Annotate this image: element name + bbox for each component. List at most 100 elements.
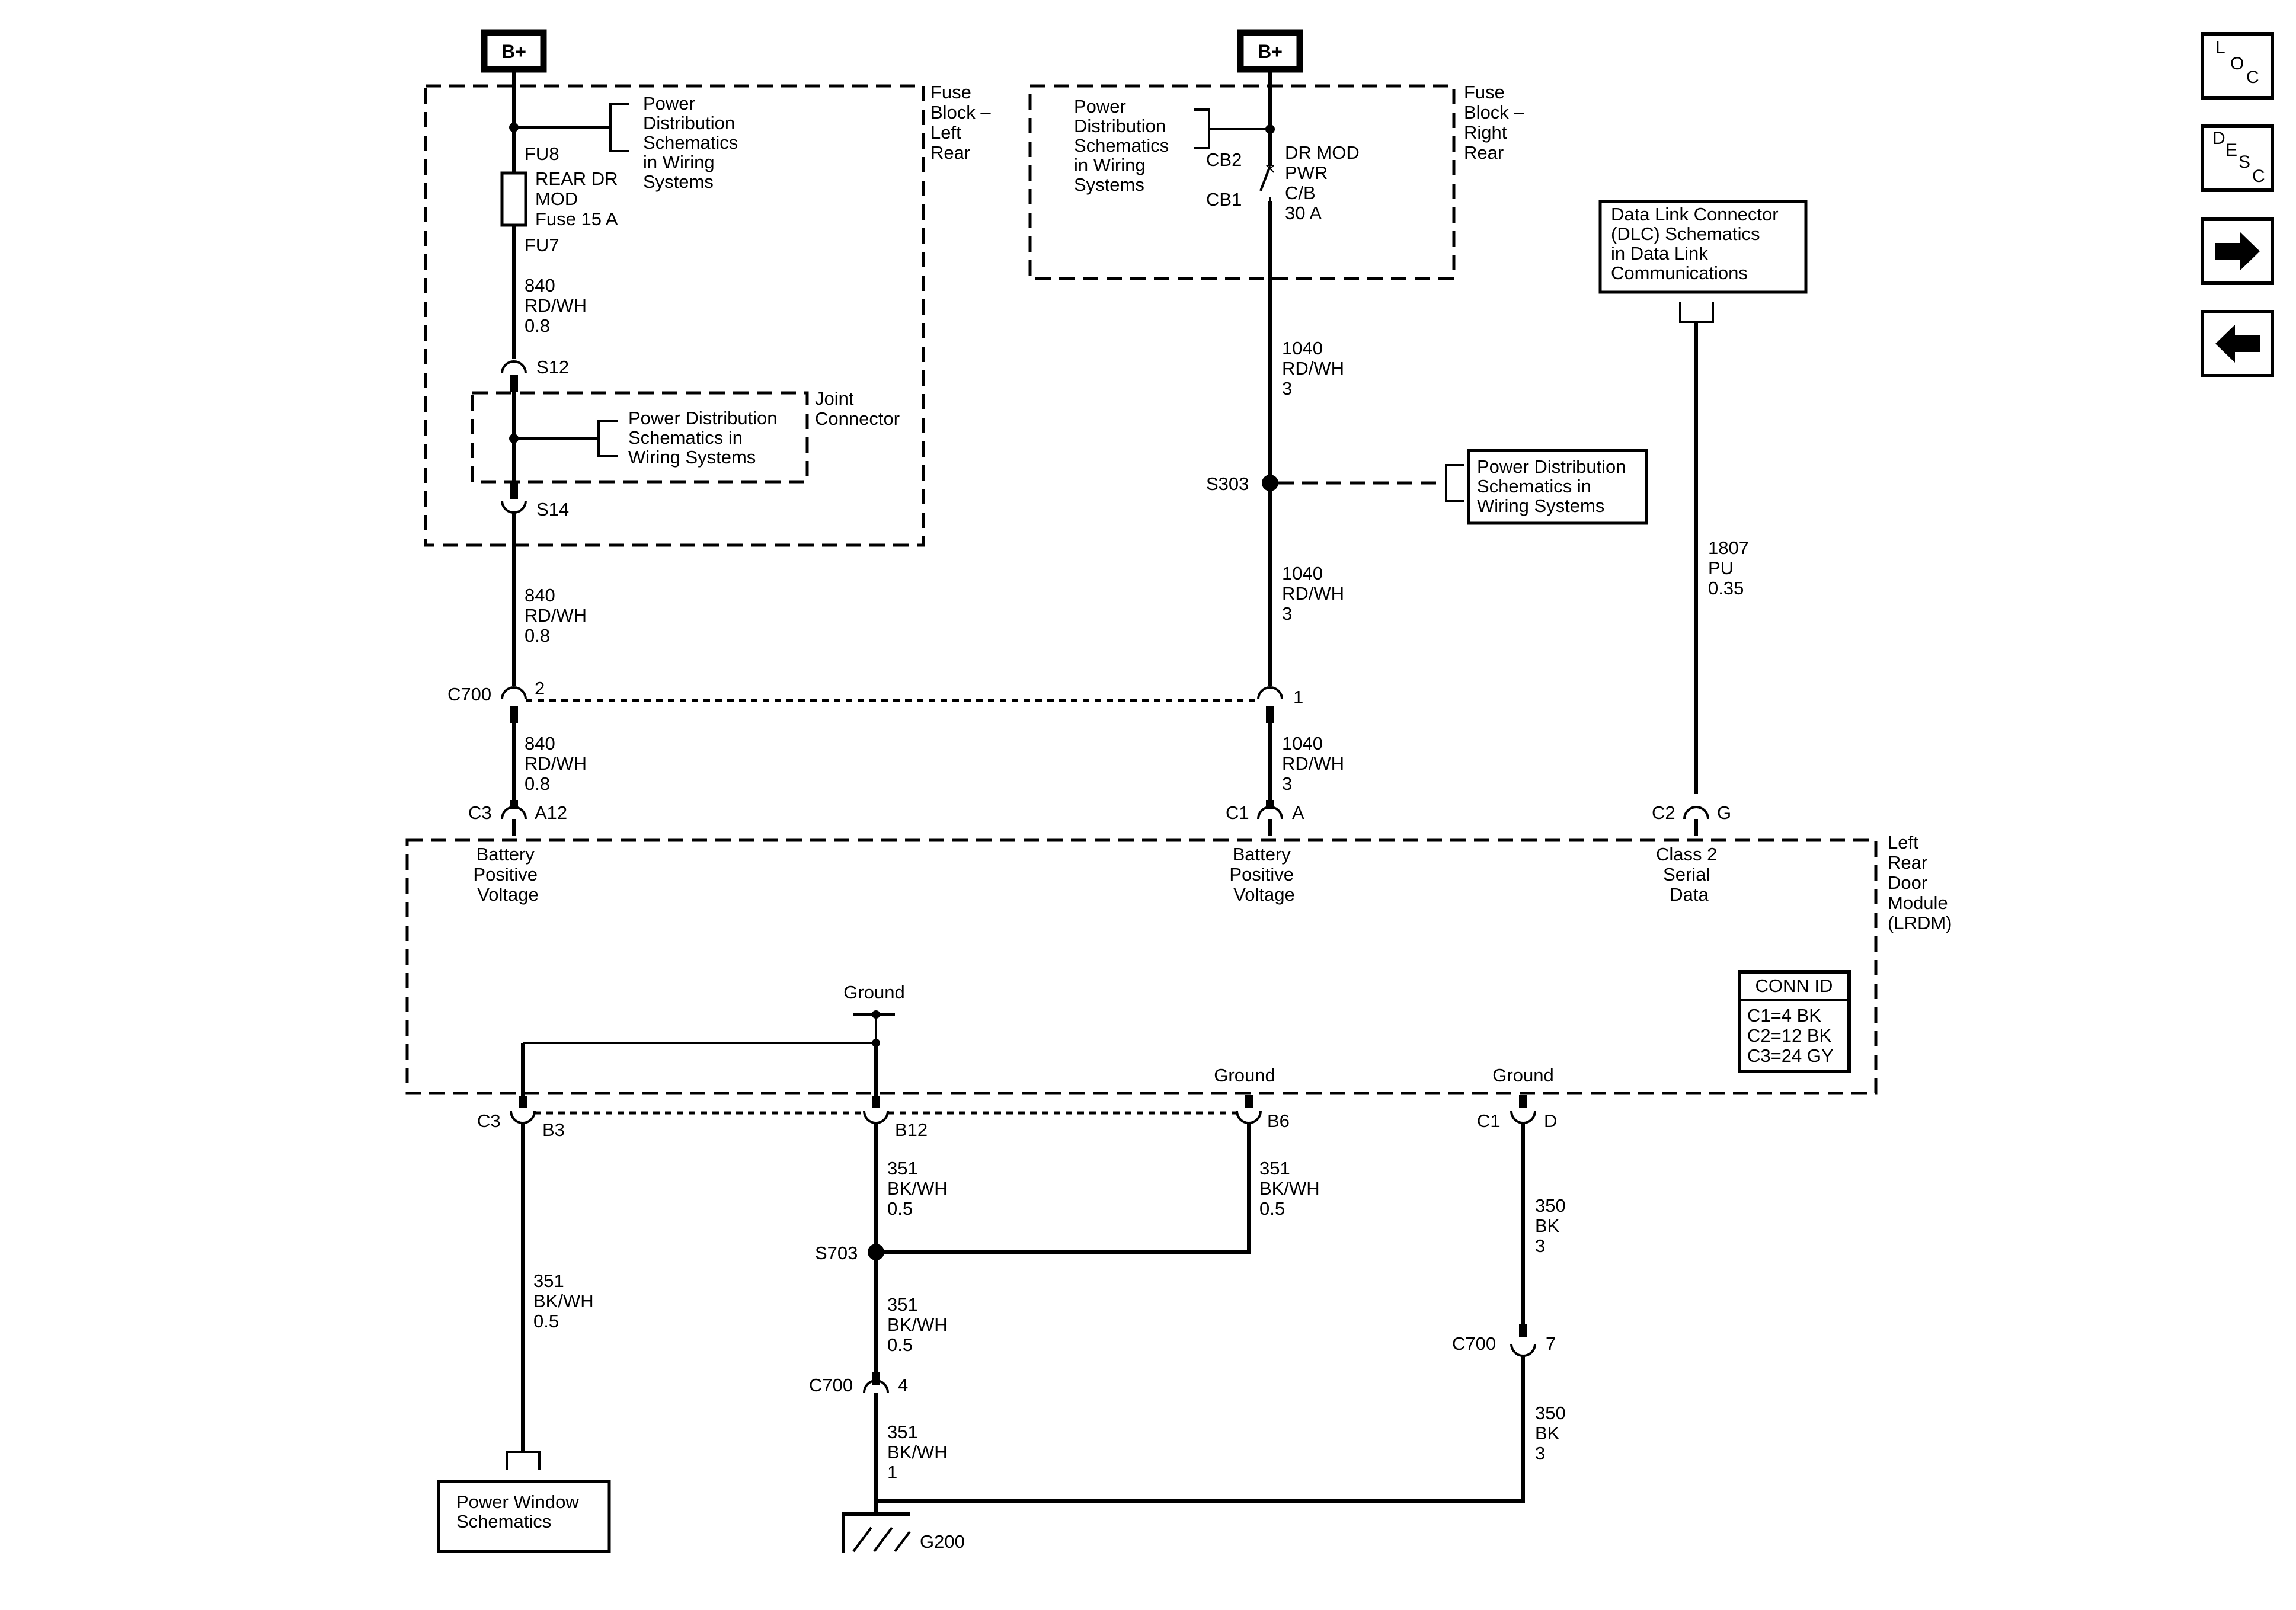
splice-s303: S303 — [1206, 473, 1249, 494]
ref-power-distribution-right[interactable]: Power Distribution Schematics in Wiring … — [1074, 96, 1174, 195]
output-c1-conn: C1 — [1477, 1110, 1501, 1131]
output-b6 — [1236, 1110, 1262, 1124]
splice-s703-dot — [868, 1244, 884, 1260]
b-plus-left-label: B+ — [501, 41, 526, 62]
ref-bracket-s303 — [1445, 464, 1464, 502]
output-c1-pin: D — [1544, 1110, 1557, 1131]
conn-id-title: CONN ID — [1755, 975, 1833, 996]
next-arrow-button[interactable] — [2201, 217, 2274, 285]
output-b12 — [863, 1110, 889, 1124]
wire-351-label-left: 351 BK/WH 0.5 — [533, 1270, 599, 1331]
right-arrow-icon — [2215, 232, 2260, 270]
ground-g200-label: G200 — [920, 1531, 965, 1552]
ground-b6-label: Ground — [1214, 1065, 1275, 1086]
wire-1040-label-mid: 1040 RD/WH 3 — [1282, 563, 1350, 624]
conn-id-lines: C1=4 BK C2=12 BK C3=24 GY — [1747, 1005, 1837, 1066]
b-plus-left: B+ — [481, 29, 547, 73]
fuse-15a-icon — [500, 171, 527, 227]
wire-840-label-mid: 840 RD/WH 0.8 — [525, 585, 592, 646]
wire-350-label-lower: 350 BK 3 — [1535, 1403, 1571, 1464]
ground-g200-icon — [842, 1512, 911, 1553]
ref-box-s303[interactable] — [1467, 449, 1648, 525]
desc-button[interactable]: D E S C — [2201, 124, 2274, 192]
wire-1807-label: 1807 PU 0.35 — [1708, 537, 1754, 598]
wire-1040-label-upper: 1040 RD/WH 3 — [1282, 338, 1350, 399]
svg-text:C: C — [2246, 68, 2259, 87]
loc-button[interactable]: L O C — [2201, 32, 2274, 100]
lrdm-module-outline — [405, 838, 1878, 1095]
dlc-ref-box[interactable] — [1598, 200, 1808, 294]
c700-bottom-label-mid: C700 — [809, 1375, 853, 1395]
output-c3-conn: C3 — [477, 1110, 501, 1131]
dlc-ref-text: Data Link Connector (DLC) Schematics in … — [1611, 204, 1783, 283]
output-c3-pin: B3 — [542, 1119, 565, 1140]
circuit-breaker-label: DR MOD PWR C/B 30 A — [1285, 142, 1364, 223]
power-window-bracket — [506, 1451, 541, 1470]
ref-bracket-fuse-left — [609, 103, 629, 152]
wire-351-label-b6: 351 BK/WH 0.5 — [1259, 1158, 1325, 1219]
c700-top-pin-1 — [1257, 686, 1283, 700]
ref-power-distribution-left[interactable]: Power Distribution Schematics in Wiring … — [643, 93, 743, 192]
input-c1-conn: C1 — [1226, 802, 1249, 823]
input-c3-conn: C3 — [468, 802, 492, 823]
cb-x-mark: × — [1265, 158, 1275, 179]
ref-bracket-joint — [597, 420, 618, 457]
svg-text:E: E — [2225, 140, 2237, 160]
splice-s303-dot — [1262, 475, 1278, 491]
c700-bottom-pin-7-label: 7 — [1546, 1333, 1556, 1354]
fuse-fu8: FU8 — [525, 143, 559, 164]
wire-351-label-1: 351 BK/WH 1 — [887, 1422, 952, 1483]
ref-power-distribution-joint[interactable]: Power Distribution Schematics in Wiring … — [628, 408, 782, 468]
fuse-label: REAR DR MOD Fuse 15 A — [535, 168, 623, 229]
wire-351-b6 — [876, 1123, 1251, 1254]
c700-bottom-label-right: C700 — [1452, 1333, 1496, 1354]
wire-351-label-s703: 351 BK/WH 0.5 — [887, 1294, 952, 1355]
circuit-breaker-icon — [1259, 165, 1271, 201]
wire-840-label-upper: 840 RD/WH 0.8 — [525, 275, 592, 336]
splice-s12-cap — [501, 360, 527, 374]
svg-text:D: D — [2212, 129, 2225, 148]
c700-bottom-pin-4-label: 4 — [898, 1375, 908, 1395]
wire-840-label-lower: 840 RD/WH 0.8 — [525, 733, 592, 794]
ground-d-label: Ground — [1492, 1065, 1553, 1086]
splice-s703: S703 — [815, 1243, 858, 1263]
cb1-label: CB1 — [1206, 189, 1242, 210]
splice-s12: S12 — [536, 357, 569, 377]
dlc-connector-bracket — [1679, 302, 1714, 323]
output-c1-d — [1510, 1110, 1536, 1124]
output-b6-pin: B6 — [1267, 1110, 1290, 1131]
ref-power-distribution-s303: Power Distribution Schematics in Wiring … — [1477, 456, 1631, 516]
output-c3-b3 — [510, 1110, 536, 1124]
power-window-ref-box[interactable] — [437, 1480, 611, 1553]
b-plus-right: B+ — [1237, 29, 1303, 73]
svg-text:C: C — [2252, 167, 2265, 186]
input-c3-pin: A12 — [535, 802, 567, 823]
joint-connector-title: Joint Connector — [815, 388, 900, 429]
conn-id-box: CONN ID C1=4 BK C2=12 BK C3=24 GY — [1738, 970, 1851, 1073]
cb2-label: CB2 — [1206, 149, 1242, 170]
input-c3-label: Battery Positive Voltage — [473, 844, 542, 905]
wire-1040-label-lower: 1040 RD/WH 3 — [1282, 733, 1350, 794]
input-c2-conn: C2 — [1652, 802, 1675, 823]
left-arrow-icon — [2215, 325, 2260, 363]
c700-top-pin-2 — [501, 686, 527, 700]
input-c2-g — [1683, 806, 1709, 820]
wire-351-label-b12: 351 BK/WH 0.5 — [887, 1158, 952, 1219]
svg-text:L: L — [2215, 38, 2225, 57]
back-arrow-button[interactable] — [2201, 310, 2274, 377]
input-c2-label: Class 2 Serial Data — [1656, 844, 1722, 905]
b-plus-right-label: B+ — [1258, 41, 1283, 62]
splice-s14: S14 — [536, 499, 569, 520]
input-c2-pin: G — [1717, 802, 1731, 823]
fuse-block-left-outline — [424, 84, 925, 547]
joint-connector-outline — [471, 391, 809, 484]
lrdm-module-title: Left Rear Door Module (LRDM) — [1888, 832, 1953, 933]
internal-ground-label: Ground — [843, 982, 904, 1003]
svg-text:O: O — [2230, 54, 2244, 73]
wire-350-label-upper: 350 BK 3 — [1535, 1195, 1571, 1256]
c700-top-pin-1-label: 1 — [1293, 687, 1303, 708]
power-window-ref-text: Power Window Schematics — [456, 1491, 584, 1532]
svg-text:S: S — [2239, 152, 2250, 172]
input-c1-label: Battery Positive Voltage — [1229, 844, 1299, 905]
